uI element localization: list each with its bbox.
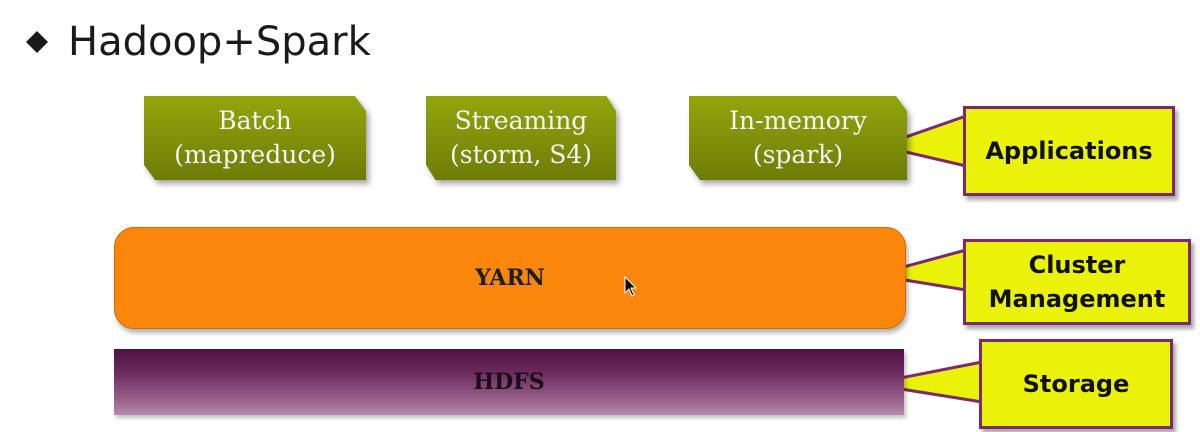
hdfs-label: HDFS — [473, 369, 545, 395]
app-box-streaming-shape — [426, 96, 616, 180]
app-in-memory-line2: (spark) — [752, 140, 844, 169]
callout-applications-text: Applications — [985, 137, 1153, 165]
yarn-layer: YARN — [114, 227, 906, 329]
callout-cluster-management: Cluster Management — [963, 239, 1191, 325]
diamond-bullet-icon — [26, 31, 48, 53]
app-box-batch-shape — [144, 96, 366, 180]
app-batch-line2: (mapreduce) — [174, 140, 336, 169]
app-box-batch-text: Batch (mapreduce) — [144, 96, 366, 180]
slide-title: Hadoop+Spark — [26, 14, 371, 70]
callout-applications: Applications — [963, 106, 1175, 196]
slide-title-text: Hadoop+Spark — [68, 19, 371, 65]
app-box-streaming-text: Streaming (storm, S4) — [426, 96, 616, 180]
app-streaming-line1: Streaming — [454, 106, 588, 135]
app-box-streaming: Streaming (storm, S4) — [426, 96, 616, 180]
app-box-batch: Batch (mapreduce) — [144, 96, 366, 180]
yarn-label: YARN — [475, 265, 545, 291]
callout-storage-text: Storage — [1022, 370, 1130, 398]
app-box-in-memory: In-memory (spark) — [689, 96, 907, 180]
callout-storage: Storage — [979, 339, 1173, 429]
callout-cluster-line2: Management — [988, 285, 1166, 313]
app-in-memory-line1: In-memory — [729, 106, 867, 135]
app-box-in-memory-shape — [689, 96, 907, 180]
callout-cluster-line1: Cluster — [1028, 251, 1126, 279]
app-streaming-line2: (storm, S4) — [449, 140, 593, 169]
app-box-in-memory-text: In-memory (spark) — [689, 96, 907, 180]
mouse-cursor-icon — [624, 276, 638, 297]
app-batch-line1: Batch — [218, 106, 292, 135]
hdfs-layer: HDFS — [114, 349, 904, 415]
